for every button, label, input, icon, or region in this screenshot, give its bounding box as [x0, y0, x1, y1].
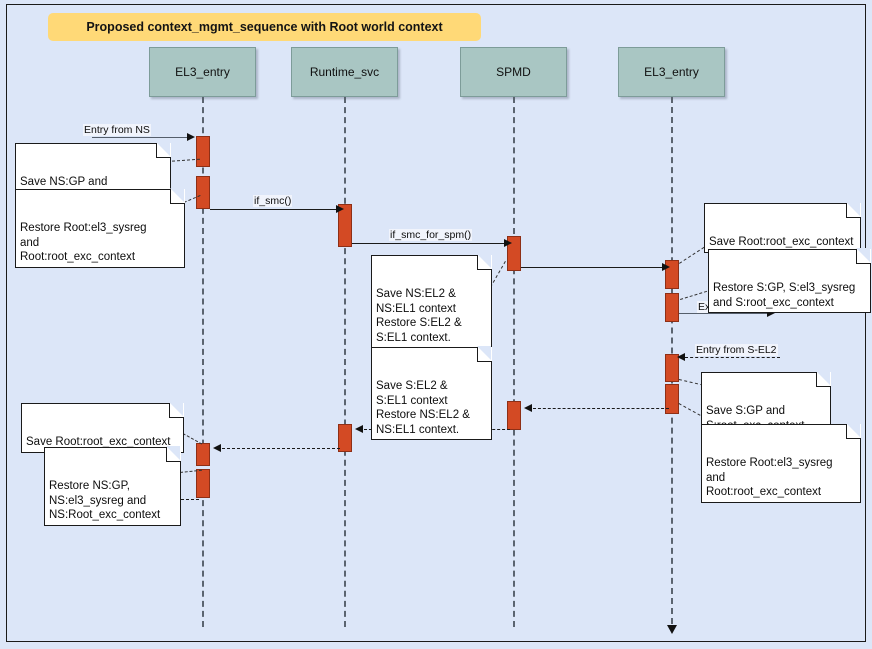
message-line-entry-from-ns [92, 137, 188, 138]
lifeline-spmd [513, 97, 515, 627]
message-arrow-if-smc-icon [336, 204, 344, 213]
note-fold-corner-icon [156, 142, 171, 158]
note-text: Save NS:EL2 & NS:EL1 context Restore S:E… [376, 288, 462, 344]
participant-el3-entry-left[interactable]: EL3_entry [149, 47, 256, 97]
message-arrow-runtime-svc-to-el3-left-icon [213, 443, 221, 452]
participant-runtime-svc[interactable]: Runtime_svc [291, 47, 398, 97]
lifeline-runtime-svc [344, 97, 346, 627]
note-fold-corner-icon [846, 202, 861, 218]
sequence-diagram-frame: Proposed context_mgmt_sequence with Root… [6, 4, 871, 642]
note-text: Restore NS:GP, NS:el3_sysreg and NS:Root… [49, 480, 161, 521]
message-line-if-smc [210, 209, 340, 210]
message-line-el3-right-to-spmd [533, 408, 669, 409]
message-label-if-smc: if_smc() [253, 195, 293, 207]
note-leader-3 [490, 261, 506, 288]
note-text: Save S:EL2 & S:EL1 context Restore NS:EL… [376, 380, 470, 436]
note-text: Restore Root:el3_sysreg and Root:root_ex… [706, 457, 833, 498]
activation-runtime-svc-1 [338, 204, 352, 247]
note-text: Save Root:root_exc_context [709, 236, 854, 248]
message-line-if-smc-for-spm [352, 243, 508, 244]
note-fold-corner-icon [846, 423, 861, 439]
activation-runtime-svc-2 [338, 424, 352, 452]
message-label-entry-from-ns: Entry from NS [83, 124, 151, 136]
note-save-s-el2-restore-ns-el2: Save S:EL2 & S:EL1 context Restore NS:EL… [371, 346, 492, 440]
note-text: Restore S:GP, S:el3_sysreg and S:root_ex… [713, 282, 856, 309]
participant-label: SPMD [496, 65, 531, 79]
note-fold-corner-icon [166, 446, 181, 462]
message-arrow-el3-right-to-spmd-icon [524, 403, 532, 412]
participant-el3-entry-right[interactable]: EL3_entry [618, 47, 725, 97]
activation-el3-right-2 [665, 293, 679, 322]
message-line-exit-to-s-el2 [679, 313, 771, 314]
message-arrow-if-smc-for-spm-icon [504, 238, 512, 247]
diagram-title-banner: Proposed context_mgmt_sequence with Root… [48, 13, 481, 41]
note-fold-corner-icon [856, 248, 871, 264]
note-save-root-exc-context-upper: Save Root:root_exc_context [704, 202, 861, 253]
note-restore-root-el3-sysreg: Restore Root:el3_sysreg and Root:root_ex… [15, 188, 185, 268]
note-fold-corner-icon [169, 402, 184, 418]
message-arrow-spmd-to-runtime-svc-icon [355, 424, 363, 433]
message-line-runtime-svc-to-el3-left [222, 448, 340, 449]
note-fold-corner-icon [170, 188, 185, 204]
participant-label: EL3_entry [644, 65, 699, 79]
activation-el3-right-4 [665, 384, 679, 414]
note-fold-corner-icon [477, 254, 492, 270]
note-leader-9 [182, 433, 203, 445]
participant-label: Runtime_svc [309, 65, 380, 79]
message-label-if-smc-for-spm: if_smc_for_spm() [389, 229, 473, 241]
note-text: Save Root:root_exc_context [26, 436, 171, 448]
note-restore-s-gp: Restore S:GP, S:el3_sysreg and S:root_ex… [708, 248, 871, 313]
lifeline-end-arrow-icon [667, 625, 677, 634]
participant-label: EL3_entry [175, 65, 230, 79]
activation-spmd-2 [507, 401, 521, 430]
activation-el3-left-2 [196, 176, 210, 209]
message-line-entry-from-s-el2 [685, 357, 780, 358]
note-save-root-exc-context-lower: Save Root:root_exc_context [21, 402, 184, 453]
participant-spmd[interactable]: SPMD [460, 47, 567, 97]
note-leader-7 [678, 379, 704, 386]
activation-el3-right-3 [665, 354, 679, 382]
message-arrow-entry-from-s-el2-icon [677, 352, 685, 361]
message-line-spmd-to-el3-right [521, 267, 667, 268]
note-fold-corner-icon [477, 346, 492, 362]
note-fold-corner-icon [816, 371, 831, 387]
activation-el3-left-3 [196, 443, 210, 466]
activation-el3-left-1 [196, 136, 210, 167]
message-label-entry-from-s-el2: Entry from S-EL2 [695, 344, 778, 356]
note-restore-ns-gp: Restore NS:GP, NS:el3_sysreg and NS:Root… [44, 446, 181, 526]
activation-el3-left-4 [196, 469, 210, 498]
note-save-ns-el2-restore-s-el2: Save NS:EL2 & NS:EL1 context Restore S:E… [371, 254, 492, 348]
message-arrow-spmd-to-el3-right-icon [662, 262, 670, 271]
note-leader-5 [680, 290, 708, 300]
message-arrow-entry-from-ns-icon [187, 132, 195, 141]
note-restore-root-el3-sysreg-right: Restore Root:el3_sysreg and Root:root_ex… [701, 423, 861, 503]
lifeline-el3-entry-left [202, 97, 204, 627]
note-text: Restore Root:el3_sysreg and Root:root_ex… [20, 222, 147, 263]
